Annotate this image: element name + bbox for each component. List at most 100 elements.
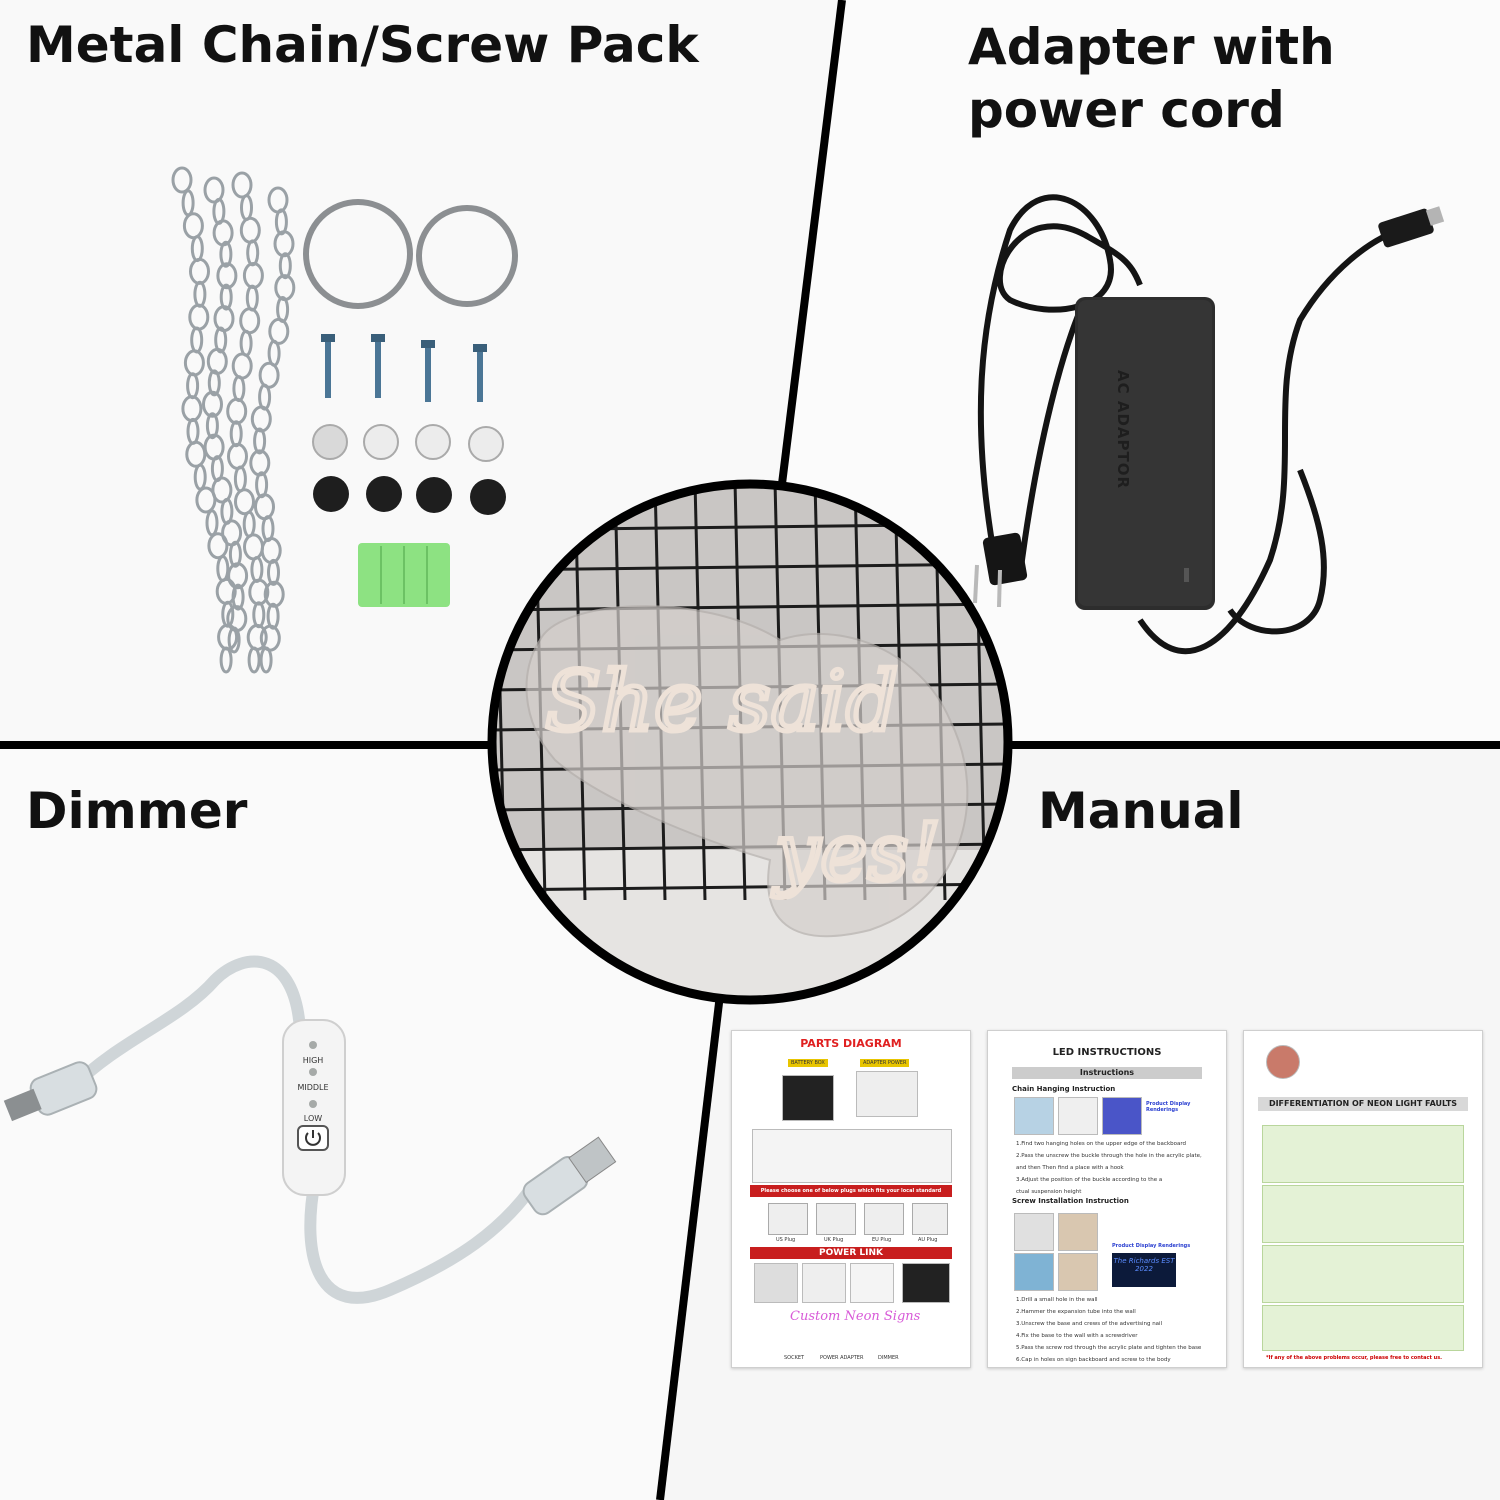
instructions-subheading: Instructions (1012, 1067, 1202, 1079)
screw-step-2: 2.Hammer the expansion tube into the wal… (1016, 1309, 1136, 1315)
neon-sign-photo (492, 484, 1008, 1000)
acrylic-backboard (525, 605, 969, 938)
chain-step-3: and then Then find a place with a hook (1016, 1165, 1124, 1171)
us-plug-label: US Plug (776, 1237, 796, 1243)
adapter-dc-cord (1137, 227, 1401, 655)
dimmer-cable-out (304, 1178, 535, 1304)
binder-ring-2 (416, 205, 518, 307)
adapter-title-line1: Adapter with (968, 18, 1335, 76)
ac-wall-plug (982, 532, 1028, 586)
chain-link (185, 440, 207, 468)
manual-page-led-instructions: LED INSTRUCTIONS Instructions Chain Hang… (987, 1030, 1227, 1368)
adapter-title-line2: power cord (968, 80, 1285, 139)
chain-link (234, 488, 255, 516)
screws (321, 334, 487, 402)
faults-heading: DIFFERENTIATION OF NEON LIGHT FAULTS (1258, 1097, 1468, 1111)
dimmer-led-low (309, 1100, 317, 1108)
dc-plug-tip (1425, 206, 1445, 226)
chain-link (253, 427, 267, 455)
adapter-title: Adapter with power cord (968, 16, 1335, 141)
chain-step-5: ctual suspension height (1016, 1189, 1082, 1195)
metal-chain (171, 166, 296, 674)
chain-link (207, 532, 229, 560)
dimmer-title: Dimmer (26, 782, 248, 840)
accessories-thumb (752, 1129, 952, 1183)
chain-step-thumb-3 (1102, 1097, 1142, 1135)
au-plug-icon (912, 1203, 948, 1235)
chain-link (227, 562, 249, 590)
dimmer-plug-in (3, 1061, 98, 1122)
chain-link (216, 262, 238, 290)
dimmer-led-middle (309, 1068, 317, 1076)
dimmer-label-middle: MIDDLE (297, 1083, 328, 1092)
adapter-power-label: ADAPTER POWER (860, 1059, 910, 1067)
screw-step-3: 3.Unscrew the base and crews of the adve… (1016, 1321, 1163, 1327)
chain-link (259, 646, 273, 674)
neon-text-line1: She said (545, 655, 898, 750)
fault-panel-3 (1262, 1245, 1464, 1303)
eu-plug-icon (864, 1203, 904, 1235)
ac-adapter-label: AC ADAPTOR (1114, 370, 1132, 489)
uk-plug-icon (816, 1203, 856, 1235)
chain-link (267, 558, 280, 586)
standoff-bases (313, 476, 506, 515)
manual-page-faults: DIFFERENTIATION OF NEON LIGHT FAULTS *If… (1243, 1030, 1483, 1368)
manual-page-parts-diagram: PARTS DIAGRAM BATTERY BOX ADAPTER POWER … (731, 1030, 971, 1368)
chain-link (219, 240, 233, 268)
binder-ring-1 (303, 199, 413, 309)
ac-adapter-led (1184, 568, 1189, 582)
screw-step-thumb-2 (1058, 1213, 1098, 1251)
chain-step-thumb-1 (1014, 1097, 1054, 1135)
dimmer-label-low: LOW (304, 1114, 322, 1123)
chain-link (205, 412, 219, 440)
fault-panel-4 (1262, 1305, 1464, 1351)
screw-step-6: 6.Cap in holes on sign backboard and scr… (1016, 1357, 1171, 1363)
fault-panel-2 (1262, 1185, 1464, 1243)
screw-step-4: 4.Fix the base to the wall with a screwd… (1016, 1333, 1138, 1339)
chain-link (268, 317, 290, 345)
plugs-notice: Please choose one of below plugs which f… (750, 1185, 952, 1197)
screw-step-thumb-3 (1014, 1253, 1054, 1291)
led-instructions-heading: LED INSTRUCTIONS (1052, 1047, 1162, 1058)
chain-link (231, 171, 253, 199)
faults-footnote: *If any of the above problems occur, ple… (1266, 1355, 1443, 1361)
grid-wire (492, 562, 1008, 572)
dimmer-thumb (850, 1263, 894, 1303)
renderings-label-2: Product Display Renderings (1112, 1243, 1191, 1249)
chain-step-1: 1.Find two hanging holes on the upper ed… (1016, 1141, 1187, 1147)
power-link-heading: POWER LINK (750, 1247, 952, 1259)
fault-panel-1 (1262, 1125, 1464, 1183)
chain-link (247, 646, 261, 674)
power-icon (305, 1132, 321, 1146)
ac-plug-prong-2 (997, 569, 1002, 608)
ac-adapter-top-panel (1078, 300, 1212, 606)
chain-step-2: 2.Pass the unscrew the buckle through th… (1016, 1153, 1202, 1159)
dc-plug (1378, 208, 1434, 248)
neon-text-line2: yes! (772, 806, 941, 899)
chain-link (202, 390, 223, 418)
battery-box-thumb (782, 1075, 834, 1121)
dimmer-cable-in (70, 955, 306, 1090)
chain-step-4: 3.Adjust the position of the buckle acco… (1016, 1177, 1163, 1183)
screw-install-heading: Screw Installation Instruction (1012, 1197, 1129, 1205)
wall-anchors (358, 543, 450, 607)
footer-socket: SOCKET (784, 1355, 805, 1361)
dimmer-label-high: HIGH (303, 1056, 324, 1065)
uk-plug-label: UK Plug (824, 1237, 844, 1243)
eu-plug-label: EU Plug (872, 1237, 892, 1243)
center-circle-border (487, 479, 1013, 1005)
chain-link (228, 540, 242, 568)
chain-link (171, 166, 193, 194)
renderings-label: Product Display Renderings (1146, 1101, 1191, 1113)
sample-sign-render: The Richards EST 2022 (1112, 1253, 1176, 1287)
us-plug-icon (768, 1203, 808, 1235)
power-adapter-thumb (802, 1263, 846, 1303)
dimmer-led-high (309, 1041, 317, 1049)
chain-link (203, 176, 225, 204)
screw-step-5: 5.Pass the screw rod through the acrylic… (1016, 1345, 1202, 1351)
chain-link (278, 252, 292, 280)
au-plug-label: AU Plug (918, 1237, 938, 1243)
custom-neon-text: Custom Neon Signs (790, 1309, 921, 1324)
dimmer-quadrant-bg (0, 742, 750, 1500)
chain-link (227, 626, 241, 654)
